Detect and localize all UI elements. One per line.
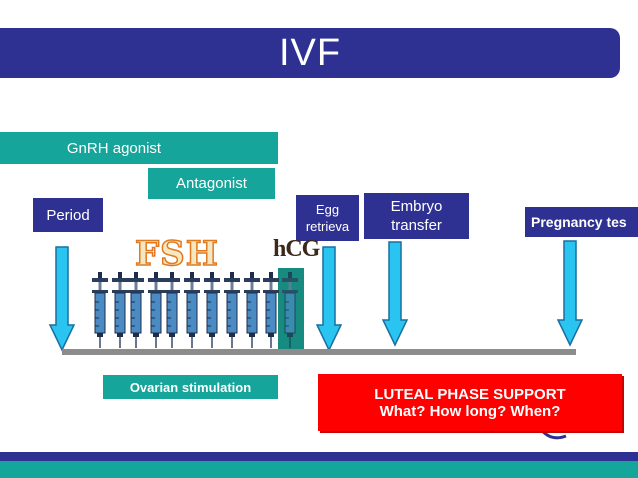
fsh-label: FSH xyxy=(134,233,219,275)
luteal-phase-box: LUTEAL PHASE SUPPORT What? How long? Whe… xyxy=(318,374,622,431)
syringe-icon xyxy=(91,271,299,349)
embryo-transfer-box: Embryo transfer xyxy=(364,193,469,239)
antagonist-label: Antagonist xyxy=(176,175,247,192)
ovarian-stimulation-label: Ovarian stimulation xyxy=(129,379,252,395)
ovarian-stimulation-box: Ovarian stimulation xyxy=(103,375,278,399)
egg-retrieval-box: Egg retrieva xyxy=(296,195,359,241)
period-label: Period xyxy=(46,206,90,224)
title-bar: IVF xyxy=(0,28,620,78)
egg-retrieval-line1: Egg xyxy=(315,202,340,217)
hcg-label: hCG xyxy=(273,236,320,262)
arrow-down-icon xyxy=(48,240,584,352)
luteal-line1: LUTEAL PHASE SUPPORT xyxy=(374,385,566,403)
footer-bar-teal xyxy=(0,461,638,478)
embryo-transfer-line2: transfer xyxy=(391,217,442,234)
antagonist-bar: Antagonist xyxy=(148,168,275,199)
pregnancy-test-box: Pregnancy tes xyxy=(525,207,638,237)
timeline-axis xyxy=(62,349,576,355)
slide-title: IVF xyxy=(278,31,342,74)
footer-bar-navy xyxy=(0,452,638,461)
embryo-transfer-line1: Embryo xyxy=(390,198,443,215)
period-box: Period xyxy=(33,198,103,232)
egg-retrieval-line2: retrieva xyxy=(305,219,350,234)
gnrh-agonist-bar: GnRH agonist xyxy=(0,132,278,164)
luteal-line2: What? How long? When? xyxy=(379,402,561,420)
gnrh-agonist-label: GnRH agonist xyxy=(66,139,162,157)
pregnancy-test-label: Pregnancy tes xyxy=(531,214,627,230)
